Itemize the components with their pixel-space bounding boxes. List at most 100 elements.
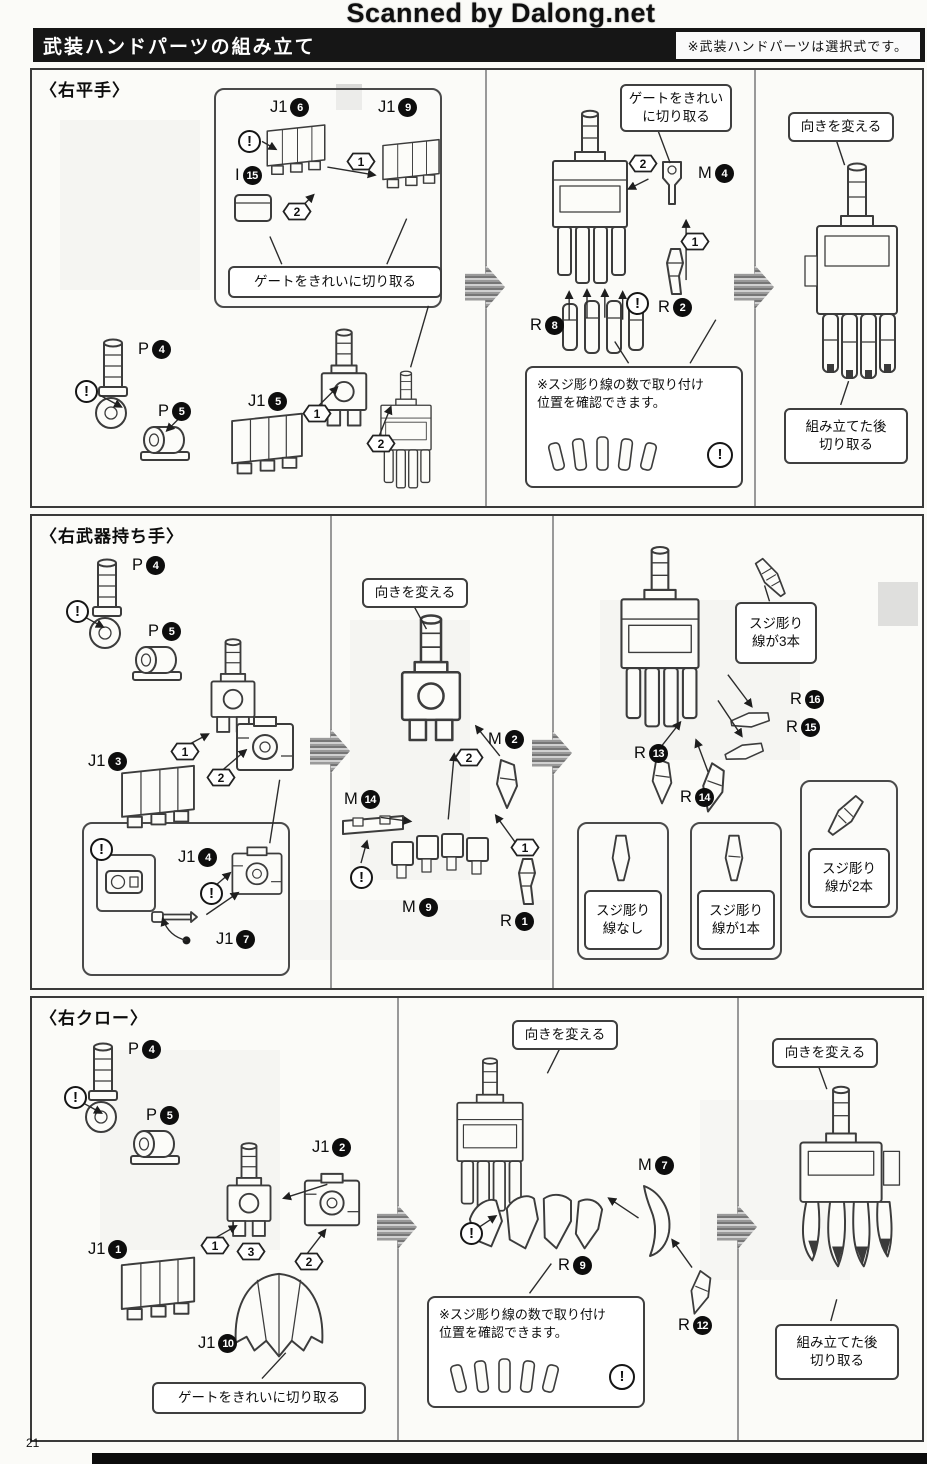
part-drawing-weapon-hand bbox=[612, 542, 708, 742]
page-title: 武装ハンドパーツの組み立て bbox=[43, 36, 316, 58]
callout-panel-line-note: ※スジ彫り線の数で取り付け 位置を確認できます。 ! bbox=[427, 1296, 645, 1408]
callout-panel-2-lines: スジ彫り線が2本 bbox=[808, 848, 890, 908]
callout-cut-after-assembly: 組み立てた後切り取る bbox=[784, 408, 908, 464]
warning-icon: ! bbox=[75, 380, 98, 403]
mini-fingers-diagram bbox=[545, 434, 669, 480]
warning-icon: ! bbox=[200, 882, 223, 905]
watermark: Scanned by Dalong.net bbox=[346, 0, 656, 28]
part-drawing-r-12 bbox=[680, 1265, 720, 1321]
part-drawing-j1-7-pin bbox=[150, 908, 200, 926]
part-drawing-finger-3lines bbox=[747, 551, 796, 605]
step-hex-2: 2 bbox=[294, 1252, 324, 1271]
part-drawing-finished-claw bbox=[770, 1082, 912, 1306]
part-drawing-wrist-assembly bbox=[390, 612, 472, 750]
step-hex-1: 1 bbox=[170, 742, 200, 761]
step-hex-2: 2 bbox=[206, 768, 236, 787]
scan-edge-strip bbox=[92, 1453, 927, 1464]
part-drawing-r-1 bbox=[514, 856, 540, 908]
warning-icon: ! bbox=[626, 292, 649, 315]
section-3-title: 〈右クロー〉 bbox=[40, 1009, 148, 1028]
callout-cut-after-assembly: 組み立てた後切り取る bbox=[775, 1324, 899, 1380]
callout-panel-1-line: スジ彫り線が1本 bbox=[697, 890, 775, 950]
callout-panel-line-note: ※スジ彫り線の数で取り付け 位置を確認できます。 ! bbox=[525, 366, 743, 488]
scan-bleedthrough bbox=[250, 900, 550, 960]
warning-icon: ! bbox=[460, 1222, 483, 1245]
step-hex-2: 2 bbox=[454, 748, 484, 767]
warning-icon: ! bbox=[238, 130, 261, 153]
part-drawing-p-4 bbox=[90, 334, 136, 436]
warning-icon: ! bbox=[350, 866, 373, 889]
part-drawing-j1-10 bbox=[226, 1268, 332, 1380]
warning-icon: ! bbox=[707, 442, 733, 468]
part-drawing-m-4 bbox=[654, 158, 690, 216]
warning-icon: ! bbox=[90, 838, 113, 861]
step-hex-3: 3 bbox=[236, 1242, 266, 1261]
callout-panel-0-lines: スジ彫り線なし bbox=[584, 890, 662, 950]
step-hex-1: 1 bbox=[680, 232, 710, 251]
callout-panel-3-lines: スジ彫り線が3本 bbox=[735, 602, 817, 664]
part-drawing-finger-1line bbox=[721, 832, 747, 884]
callout-change-direction: 向きを変える bbox=[788, 112, 894, 142]
part-drawing-r-9 bbox=[460, 1190, 612, 1260]
header-note: ※武装ハンドパーツは選択式です。 bbox=[675, 31, 920, 59]
step-hex-1: 1 bbox=[200, 1236, 230, 1255]
callout-change-direction: 向きを変える bbox=[772, 1038, 878, 1068]
step-hex-2: 2 bbox=[282, 202, 312, 221]
part-drawing-m-9 bbox=[388, 824, 492, 892]
mini-fingers-diagram bbox=[447, 1356, 571, 1402]
step-hex-1: 1 bbox=[510, 838, 540, 857]
callout-change-direction: 向きを変える bbox=[362, 578, 468, 608]
section-2-title: 〈右武器持ち手〉 bbox=[40, 527, 184, 546]
part-drawing-p-4 bbox=[84, 554, 130, 656]
step-hex-1: 1 bbox=[346, 152, 376, 171]
part-drawing-bracket bbox=[232, 714, 298, 776]
part-drawing-r-2 bbox=[662, 246, 688, 298]
part-drawing-cam bbox=[102, 864, 146, 900]
step-hex-1: 1 bbox=[302, 404, 332, 423]
section-1-title: 〈右平手〉 bbox=[40, 81, 130, 100]
header-bar: 武装ハンドパーツの組み立て ※武装ハンドパーツは選択式です。 bbox=[33, 28, 925, 62]
warning-icon: ! bbox=[66, 600, 89, 623]
part-drawing-j1-6 bbox=[264, 122, 328, 178]
part-drawing-j1-2 bbox=[300, 1160, 364, 1242]
part-drawing-p-5 bbox=[128, 1126, 182, 1168]
part-drawing-j1-9 bbox=[380, 128, 442, 200]
part-drawing-j1-4 bbox=[228, 844, 286, 900]
part-drawing-finger-2lines bbox=[818, 788, 871, 845]
scan-bleedthrough bbox=[878, 582, 918, 626]
step-hex-2: 2 bbox=[366, 434, 396, 453]
part-drawing-p-4 bbox=[80, 1038, 126, 1140]
part-drawing-r-16 bbox=[726, 704, 773, 735]
callout-cut-gate-2line: ゲートをきれいに切り取る bbox=[620, 84, 732, 132]
callout-cut-gate: ゲートをきれいに切り取る bbox=[152, 1382, 366, 1414]
part-drawing-hand-assembly bbox=[544, 106, 636, 298]
part-drawing-p-5 bbox=[130, 642, 184, 684]
part-drawing-j1-3 bbox=[118, 762, 198, 832]
